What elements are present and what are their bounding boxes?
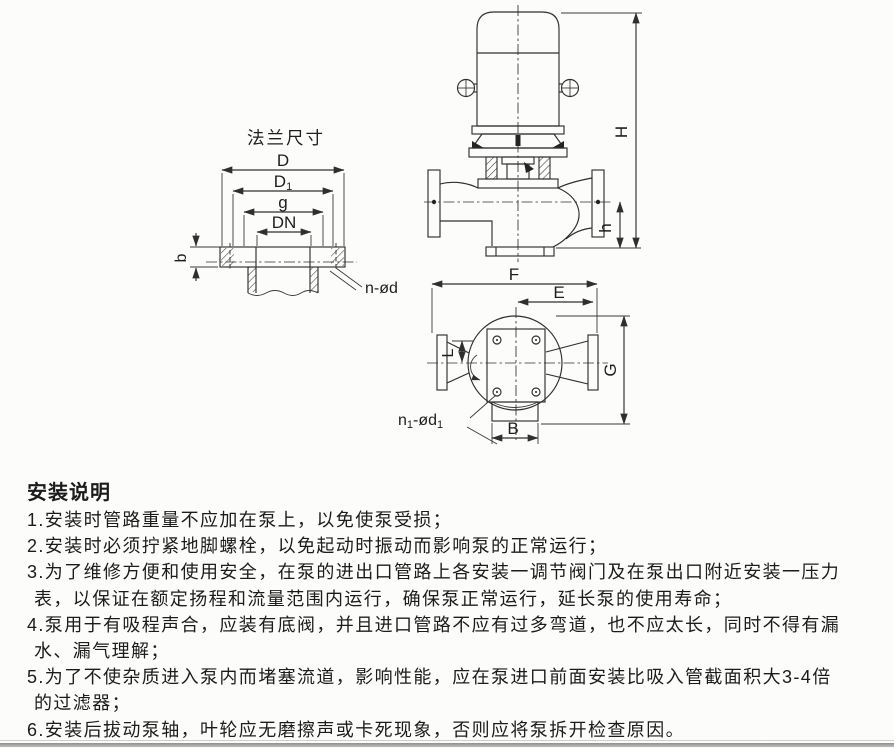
note-line-4-continued: 水、漏气理解； [34, 641, 170, 662]
scan-edge-line [0, 740, 894, 741]
flange-dim-b-label: b [173, 253, 190, 262]
note-line-6: 6.安装后拔动泵轴，叶轮应无磨擦声或卡死现象，否则应将泵拆开检查原因。 [27, 719, 686, 740]
front-dim-h-label: h [596, 223, 615, 232]
note-line-3: 3.为了维修方便和使用安全，在泵的进出口管路上各安装一调节阀门及在泵出口附近安装… [27, 562, 841, 583]
note-line-1: 1.安装时管路重量不应加在泵上，以免使泵受损； [27, 510, 453, 530]
flange-dim-D1-label: D1 [274, 172, 292, 193]
top-dim-L-label: L [440, 348, 457, 357]
flange-dim-D-label: D [277, 151, 289, 170]
note-line-5-continued: 的过滤器； [34, 693, 131, 714]
note-line-4: 4.泵用于有吸程声合，应装有底阀，并且进口管路不应有过多弯道，也不应太长，同时不… [27, 614, 841, 635]
eyebolt-right [559, 78, 580, 98]
note-line-3-continued: 表，以保证在额定扬程和流量范围内运行，确保泵正常运行，延长泵的使用寿命； [34, 588, 733, 609]
motor-stool [468, 133, 568, 189]
top-dim-E-label: E [553, 283, 564, 302]
rotation-arrow [470, 354, 481, 381]
note-line-5: 5.为了不使杂质进入泵内而堵塞流道，影响性能，应在泵进口前面安装比吸入管截面积大… [27, 667, 832, 688]
flange-diagram-title: 法兰尺寸 [247, 128, 325, 148]
installation-notes-heading: 安装说明 [27, 482, 111, 504]
top-dim-F-label: F [509, 265, 519, 284]
top-dim-B-label: B [507, 419, 518, 438]
pump-front-view: h H [424, 5, 642, 262]
note-line-2: 2.安装时必须拧紧地脚螺栓，以免起动时振动而影响泵的正常运行； [27, 536, 608, 557]
eyebolt-left [456, 78, 477, 98]
flange-bolt-note-label: n-ød [365, 280, 398, 297]
top-view-body [427, 307, 608, 440]
motor [456, 11, 580, 135]
pump-dimension-drawing: 法兰尺寸 D D1 g DN b [173, 5, 642, 445]
top-dim-G-label: G [601, 363, 620, 376]
flange-body [206, 243, 357, 296]
scan-edge-bar [0, 743, 894, 747]
installation-notes: 安装说明 1.安装时管路重量不应加在泵上，以免使泵受损； 2.安装时必须拧紧地脚… [27, 480, 877, 743]
top-bolt-note-label: n1-ød1 [398, 412, 443, 431]
flange-dim-DN-label: DN [272, 213, 297, 232]
flange-dim-g-label: g [278, 193, 287, 212]
pump-casing [427, 169, 605, 257]
pump-top-view: F E [398, 265, 630, 445]
front-dim-H-label: H [612, 126, 631, 138]
flange-section-diagram: 法兰尺寸 D D1 g DN b [173, 128, 398, 297]
